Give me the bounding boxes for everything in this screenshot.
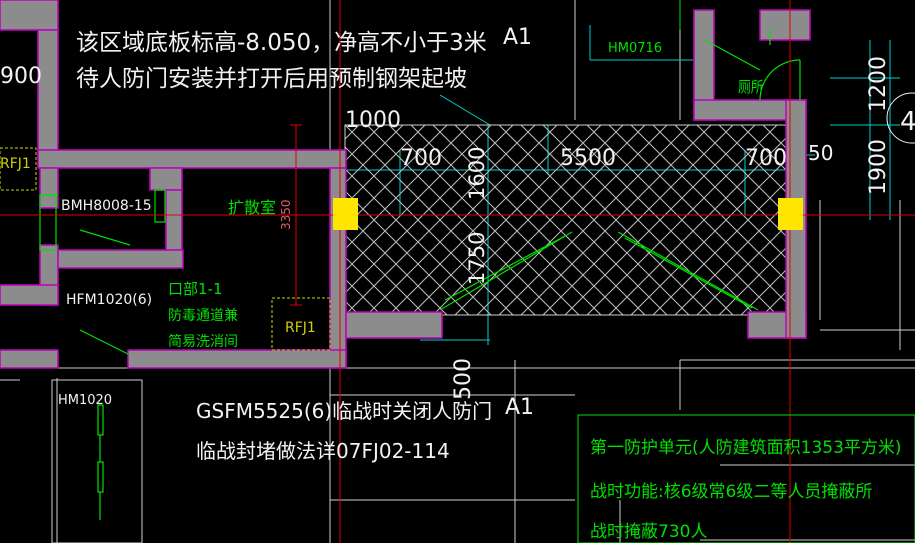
- label-hm1020: HM1020: [58, 393, 112, 408]
- door-note-line1: GSFM5525(6)临战时关闭人防门: [196, 399, 492, 423]
- dim-500: 500: [451, 358, 476, 400]
- label-toilet: 厕所: [738, 79, 764, 96]
- unit-info-line3: 战时掩蔽730人: [590, 522, 707, 542]
- floor-note-line1: 该区域底板标高-8.050，净高不小于3米: [76, 30, 487, 56]
- dim-5500: 5500: [560, 146, 616, 171]
- label-expansion-room: 扩散室: [228, 198, 276, 217]
- label-hm0716: HM0716: [608, 41, 662, 56]
- dim-1750: 1750: [465, 232, 489, 285]
- dim-3350: 3350: [279, 199, 293, 230]
- dim-1200: 1200: [866, 56, 891, 112]
- dim-50: 50: [808, 141, 833, 165]
- door-note-line2: 临战封堵做法详07FJ02-114: [196, 439, 450, 463]
- blast-door-block-left: [333, 198, 358, 230]
- label-bmh: BMH8008-15: [61, 198, 152, 214]
- label-rfj1-left: RFJ1: [0, 156, 31, 172]
- label-port-line3: 简易洗消间: [168, 333, 238, 350]
- axis-label-a1-top: A1: [503, 25, 532, 50]
- dim-700-right: 700: [745, 146, 787, 171]
- blast-door-block-right: [778, 198, 803, 230]
- label-digit-4: 4: [900, 107, 915, 137]
- unit-info-line1: 第一防护单元(人防建筑面积1353平方米): [590, 438, 902, 458]
- ramp-floor-hatch: [344, 124, 801, 316]
- dim-1000: 1000: [345, 108, 401, 133]
- unit-info-box: [577, 414, 915, 543]
- unit-info-line2: 战时功能:核6级常6级二等人员掩蔽所: [590, 482, 872, 502]
- dim-1600: 1600: [465, 147, 489, 200]
- floor-note-line2: 待人防门安装并打开后用预制钢架起坡: [76, 66, 467, 92]
- label-hfm: HFM1020(6): [66, 292, 152, 308]
- dim-1900: 1900: [866, 139, 891, 195]
- dim-700-left: 700: [400, 146, 442, 171]
- grid-bubble: [886, 92, 915, 144]
- ramp-lines: [439, 231, 759, 311]
- label-port-title: 口部1-1: [168, 280, 223, 298]
- rfj1-boxes: [0, 147, 331, 351]
- axis-label-a1-bottom: A1: [505, 395, 534, 420]
- door-symbols: [39, 30, 801, 520]
- label-rfj1-right: RFJ1: [285, 320, 316, 336]
- label-port-line2: 防毒通道兼: [168, 308, 238, 324]
- dim-900: 900: [0, 64, 42, 89]
